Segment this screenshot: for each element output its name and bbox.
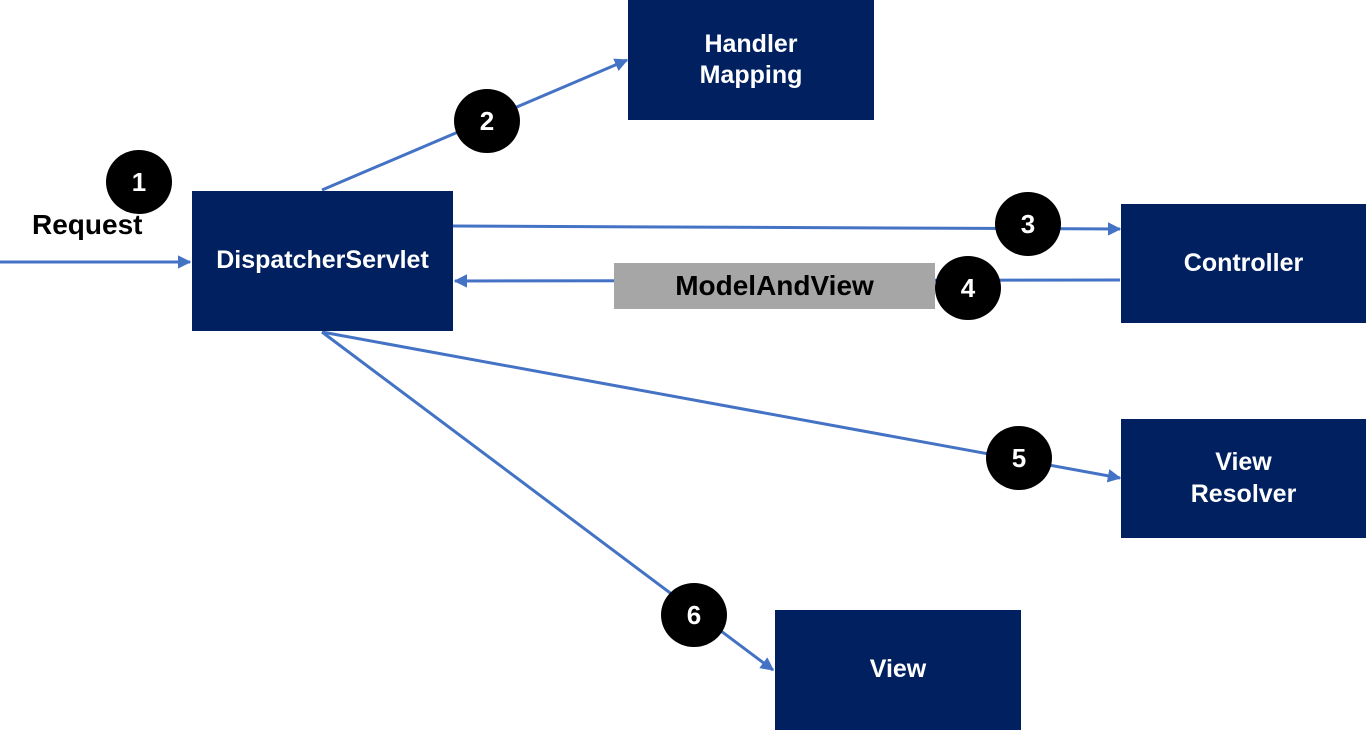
view-box: View xyxy=(775,610,1021,730)
handler-mapping-box: Handler Mapping xyxy=(628,0,874,120)
view-resolver-label: View Resolver xyxy=(1190,448,1297,508)
controller-box: Controller xyxy=(1121,204,1366,323)
view-label: View xyxy=(869,655,927,684)
step-5-badge: 5 xyxy=(986,426,1052,490)
view-resolver-box: View Resolver xyxy=(1121,419,1366,538)
controller-label: Controller xyxy=(1183,248,1304,277)
dispatcher-servlet-box: DispatcherServlet xyxy=(192,191,453,331)
step-4-badge: 4 xyxy=(935,256,1001,320)
request-label: Request xyxy=(32,209,143,240)
step-6-badge: 6 xyxy=(661,583,727,647)
step-2-badge: 2 xyxy=(454,89,520,153)
handler-mapping-label: Handler Mapping xyxy=(699,29,803,89)
dispatcher-servlet-label: DispatcherServlet xyxy=(216,246,429,275)
model-and-view-label: ModelAndView xyxy=(614,263,935,309)
step-3-badge: 3 xyxy=(995,192,1061,256)
step-1-badge: 1 xyxy=(106,150,172,214)
